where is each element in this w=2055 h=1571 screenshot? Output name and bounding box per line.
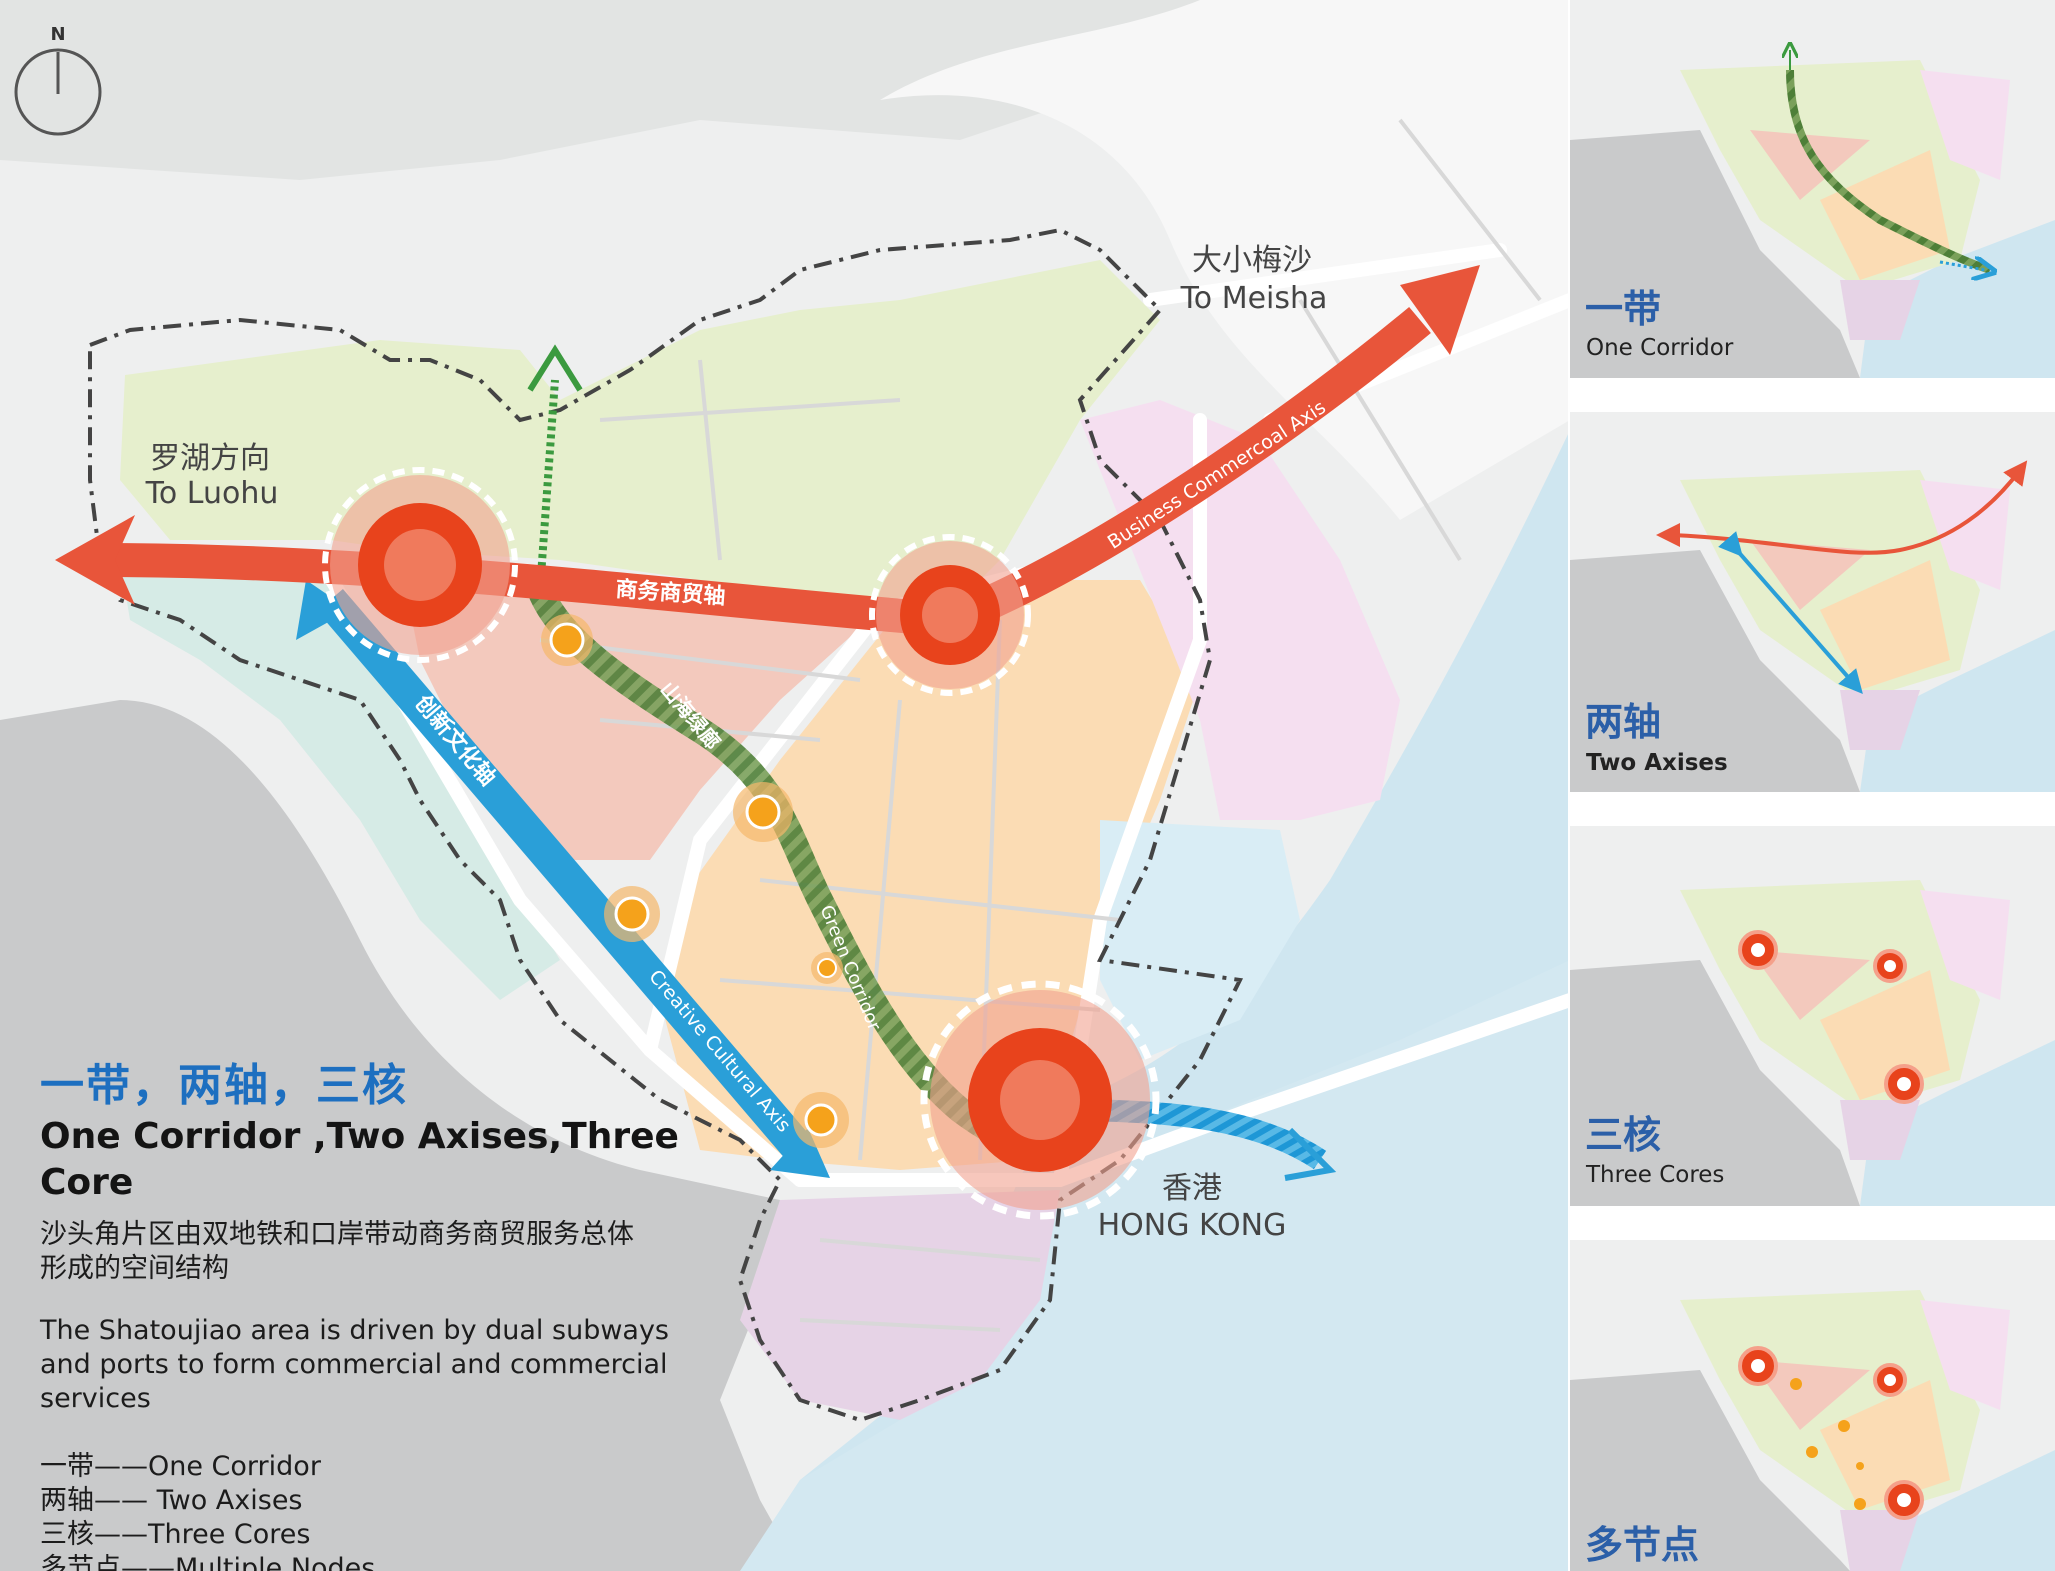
district-boundary <box>88 227 1244 1423</box>
land-gray-southwest <box>0 700 800 1571</box>
core-port <box>920 980 1160 1220</box>
place-luohu-en: To Luohu <box>145 476 279 511</box>
core-luohu <box>322 467 518 663</box>
legend-item-sep: —— <box>94 1519 148 1550</box>
place-meisha-cn: 大小梅沙 <box>1192 243 1312 278</box>
legend-desc-en-1: The Shatoujiao area is driven by dual su… <box>40 1315 670 1346</box>
place-hk-cn: 香港 <box>1162 1171 1222 1206</box>
legend-item-cn: 三核 <box>40 1519 94 1550</box>
legend-item-en: Multiple Nodes <box>175 1553 376 1571</box>
legend-item-en: Three Cores <box>148 1519 311 1550</box>
sea-south <box>740 960 1570 1571</box>
legend-item: 两轴—— Two Axises <box>40 1484 740 1518</box>
zone-lightblue-port <box>1100 820 1300 1060</box>
legend-item-en: One Corridor <box>148 1451 321 1482</box>
legend-item-sep: —— <box>94 1485 157 1516</box>
legend-desc-en-3: services <box>40 1383 151 1414</box>
nodes <box>541 614 849 1148</box>
legend-item-cn: 一带 <box>40 1451 94 1482</box>
legend-item-cn: 多节点 <box>40 1553 121 1571</box>
legend-item: 三核——Three Cores <box>40 1518 740 1552</box>
legend-desc-cn-2: 形成的空间结构 <box>40 1253 229 1284</box>
zone-teal-west <box>120 560 560 1000</box>
zone-red-central <box>400 560 880 860</box>
legend-block: 一带，两轴，三核 One Corridor ,Two Axises,Three … <box>40 1058 740 1571</box>
legend-item: 一带——One Corridor <box>40 1450 740 1484</box>
node <box>793 1092 849 1148</box>
core-east <box>869 534 1031 696</box>
legend-title-en: One Corridor ,Two Axises,Three Core <box>40 1116 679 1203</box>
place-luohu-cn: 罗湖方向 <box>150 441 270 476</box>
node <box>733 782 793 842</box>
legend-item: 多节点——Multiple Nodes <box>40 1552 740 1571</box>
place-hk-en: HONG KONG <box>1098 1208 1287 1243</box>
north-label: N <box>50 24 65 45</box>
legend-desc-en-2: and ports to form commercial and commerc… <box>40 1349 668 1380</box>
legend-desc-cn-1: 沙头角片区由双地铁和口岸带动商务商贸服务总体 <box>40 1219 634 1250</box>
place-meisha-en: To Meisha <box>1180 281 1328 316</box>
legend-title-cn: 一带，两轴，三核 <box>40 1060 408 1111</box>
node <box>541 614 593 666</box>
legend-item-cn: 两轴 <box>40 1485 94 1516</box>
legend-item-en: Two Axises <box>156 1485 303 1516</box>
zone-purple-south <box>740 1190 1060 1420</box>
node <box>811 952 843 984</box>
node <box>604 886 660 942</box>
legend-list: 一带——One Corridor 两轴—— Two Axises 三核——Thr… <box>40 1450 740 1571</box>
compass-icon: N <box>14 24 102 136</box>
legend-item-sep: —— <box>121 1553 175 1571</box>
legend-item-sep: —— <box>94 1451 148 1482</box>
urban-east <box>880 0 1570 520</box>
